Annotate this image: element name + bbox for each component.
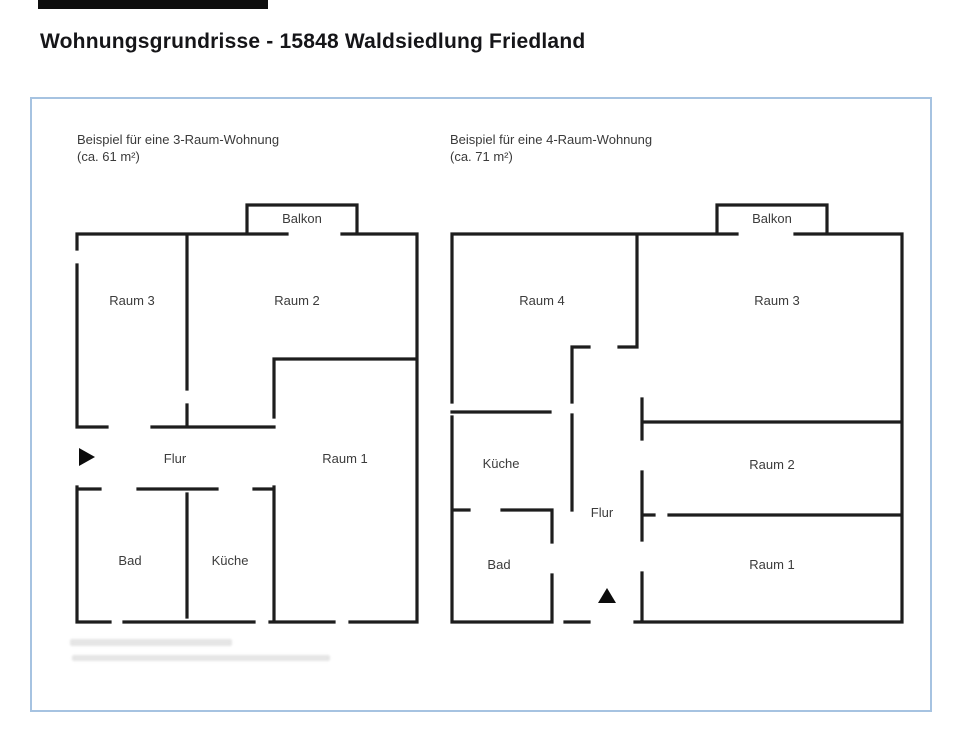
room-label-raum2: Raum 2 xyxy=(749,457,795,472)
room-label-balkon: Balkon xyxy=(282,211,322,226)
caption-4-raum-line2: (ca. 71 m²) xyxy=(450,149,513,164)
entrance-arrow-icon xyxy=(598,588,616,603)
caption-3-raum: Beispiel für eine 3-Raum-Wohnung (ca. 61… xyxy=(77,131,279,165)
floorplan-3-raum: Balkon Raum 3 Raum 2 Flur Raum 1 Bad Küc… xyxy=(75,203,419,624)
room-label-bad: Bad xyxy=(487,557,510,572)
caption-3-raum-line1: Beispiel für eine 3-Raum-Wohnung xyxy=(77,132,280,147)
room-label-raum3: Raum 3 xyxy=(109,293,155,308)
caption-4-raum-line1: Beispiel für eine 4-Raum-Wohnung xyxy=(450,132,653,147)
floorplan-frame: Beispiel für eine 3-Raum-Wohnung (ca. 61… xyxy=(30,97,932,712)
entrance-arrow-icon xyxy=(79,448,95,466)
floorplan-4-raum: Balkon Raum 4 Raum 3 Küche Raum 2 Flur B… xyxy=(450,203,904,624)
room-label-raum1: Raum 1 xyxy=(749,557,795,572)
walls-4-raum xyxy=(450,203,904,624)
room-label-balkon: Balkon xyxy=(752,211,792,226)
scan-artifact xyxy=(72,655,330,661)
room-label-raum4: Raum 4 xyxy=(519,293,565,308)
walls-3-raum xyxy=(75,203,419,624)
scan-artifact xyxy=(70,639,232,646)
caption-4-raum: Beispiel für eine 4-Raum-Wohnung (ca. 71… xyxy=(450,131,652,165)
room-label-raum2: Raum 2 xyxy=(274,293,320,308)
cropped-image-artifact xyxy=(38,0,268,9)
room-label-raum1: Raum 1 xyxy=(322,451,368,466)
room-label-kueche: Küche xyxy=(212,553,249,568)
room-label-flur: Flur xyxy=(591,505,614,520)
page-title: Wohnungsgrundrisse - 15848 Waldsiedlung … xyxy=(40,30,586,53)
caption-3-raum-line2: (ca. 61 m²) xyxy=(77,149,140,164)
room-label-raum3: Raum 3 xyxy=(754,293,800,308)
room-label-flur: Flur xyxy=(164,451,187,466)
room-label-bad: Bad xyxy=(118,553,141,568)
room-label-kueche: Küche xyxy=(483,456,520,471)
